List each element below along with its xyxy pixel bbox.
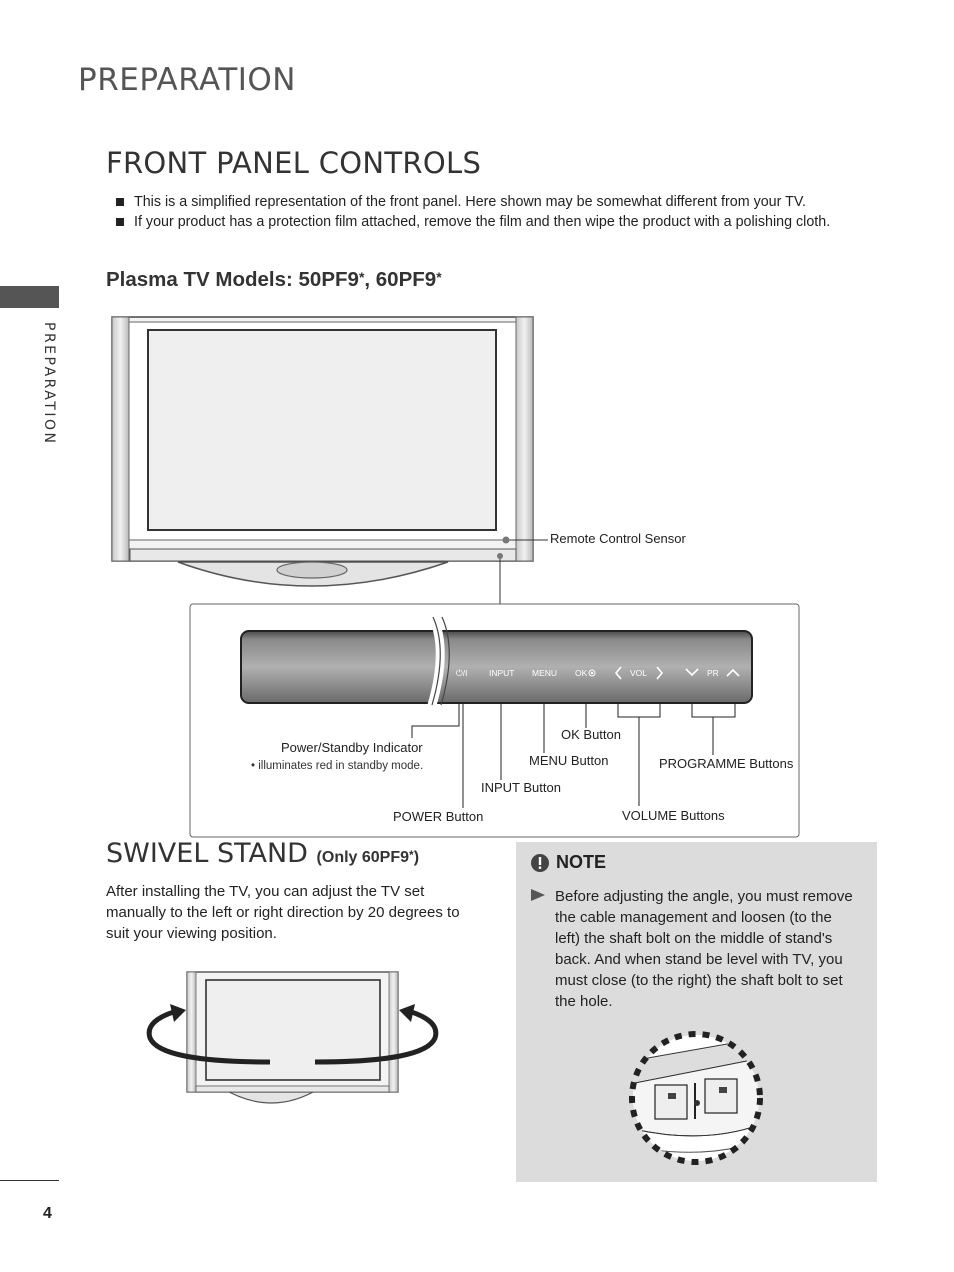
section-title: FRONT PANEL CONTROLS	[106, 146, 482, 180]
shaft-bolt-detail-illustration	[629, 1031, 763, 1165]
pr-down-icon	[685, 668, 699, 677]
note-header: NOTE	[530, 852, 606, 873]
side-section-label: PREPARATION	[41, 322, 57, 446]
panel-ok-label: OK	[575, 668, 588, 678]
vol-left-icon	[614, 666, 622, 680]
power-button-label: POWER Button	[393, 809, 484, 824]
warning-icon	[531, 853, 549, 872]
page-header-title: PREPARATION	[78, 62, 296, 98]
input-button-label: INPUT Button	[481, 780, 561, 795]
remote-sensor-label: Remote Control Sensor	[550, 531, 686, 546]
note-text: Before adjusting the angle, you must rem…	[555, 888, 853, 1010]
front-panel-illustration: ⏻/I INPUT MENU OK VOL PR	[111, 316, 800, 838]
power-indicator-label: Power/Standby Indicator	[281, 740, 423, 755]
rotate-left-arrow-icon	[146, 1007, 271, 1065]
bullet-item: This is a simplified representation of t…	[116, 193, 866, 213]
asterisk-mark: *	[436, 269, 442, 285]
remote-sensor-dot	[502, 536, 510, 544]
power-indicator-note: • illuminates red in standby mode.	[251, 760, 424, 772]
panel-pr-label: PR	[707, 668, 719, 678]
bullet-item: If your product has a protection film at…	[116, 213, 866, 233]
power-indicator-dot	[497, 553, 503, 559]
rotate-right-arrow-icon	[314, 1007, 439, 1065]
swivel-illustration	[146, 971, 439, 1104]
swivel-only-close: )	[413, 849, 420, 866]
vol-right-icon	[656, 666, 664, 680]
note-title: NOTE	[556, 852, 607, 872]
models-subtitle: Plasma TV Models: 50PF9*, 60PF9*	[106, 268, 442, 292]
triangle-bullet-icon	[531, 889, 545, 901]
programme-buttons-label: PROGRAMME Buttons	[659, 756, 794, 771]
panel-input-label: INPUT	[489, 668, 515, 678]
menu-button-label: MENU Button	[529, 753, 609, 768]
arrow-head-icon	[170, 1004, 186, 1022]
arrow-head-icon	[399, 1004, 415, 1022]
side-tab-marker	[0, 286, 59, 308]
ok-button-label: OK Button	[561, 727, 621, 742]
tv-stand	[177, 561, 449, 587]
volume-buttons-label: VOLUME Buttons	[622, 808, 725, 823]
ok-dot-icon	[590, 671, 594, 675]
panel-power-label: ⏻/I	[456, 668, 467, 678]
intro-bullets: This is a simplified representation of t…	[116, 193, 866, 232]
swivel-description: After installing the TV, you can adjust …	[106, 883, 460, 942]
page-footer-rule	[0, 1180, 59, 1181]
models-text-b: , 60PF9	[364, 268, 437, 291]
swivel-only-note: (Only 60PF9*)	[316, 848, 420, 866]
control-strip	[240, 630, 753, 704]
swivel-stand-title: SWIVEL STAND (Only 60PF9*)	[106, 838, 419, 869]
leader-lines	[411, 703, 736, 808]
page-number: 4	[43, 1205, 52, 1222]
asterisk-mark: *	[358, 269, 365, 285]
shaft-bolt-icon	[694, 1100, 700, 1106]
swivel-only-text: (Only 60PF9	[316, 849, 410, 866]
panel-menu-label: MENU	[532, 668, 557, 678]
asterisk-mark: *	[409, 848, 414, 862]
pr-up-icon	[726, 668, 740, 677]
tv-front	[111, 316, 534, 562]
swivel-title-text: SWIVEL STAND	[106, 838, 308, 869]
ok-ring-icon	[588, 669, 596, 677]
panel-vol-label: VOL	[630, 668, 647, 678]
models-text-a: Plasma TV Models: 50PF9	[106, 268, 359, 291]
